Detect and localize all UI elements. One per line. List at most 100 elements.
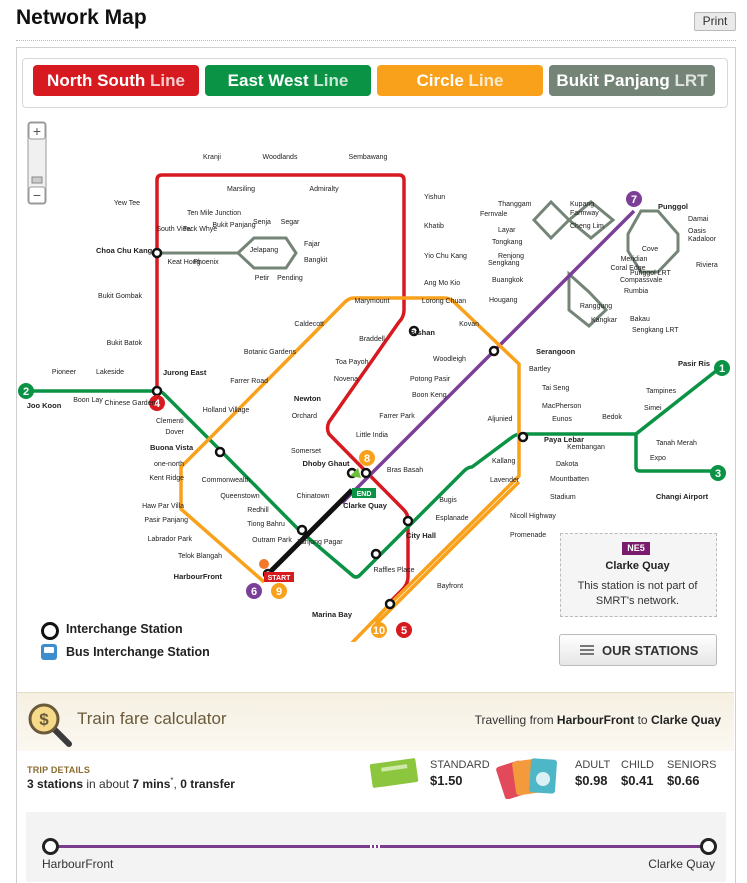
station-label[interactable]: Telok Blangah xyxy=(178,553,222,560)
our-stations-button[interactable]: OUR STATIONS xyxy=(559,634,717,666)
station-label[interactable]: Mountbatten xyxy=(550,476,589,483)
station-label[interactable]: Orchard xyxy=(292,413,317,420)
station-label[interactable]: Compassvale xyxy=(620,277,663,284)
station-label[interactable]: Joo Koon xyxy=(27,401,62,410)
station-label[interactable]: Keat Hong xyxy=(167,259,200,266)
station-label[interactable]: Pasir Panjang xyxy=(144,517,188,524)
station-label[interactable]: Thanggam xyxy=(498,201,532,208)
station-label[interactable]: Dover xyxy=(165,429,184,436)
station-label[interactable]: Yishun xyxy=(424,194,445,201)
station-label[interactable]: Sengkang xyxy=(488,260,520,267)
station-label[interactable]: Bedok xyxy=(602,414,622,421)
station-label[interactable]: Bakau xyxy=(630,316,650,323)
zoom-in-button[interactable] xyxy=(28,122,46,140)
network-map[interactable]: + − 1 2 xyxy=(16,112,734,642)
station-label[interactable]: Paya Lebar xyxy=(544,435,584,444)
station-label[interactable]: Bukit Panjang xyxy=(212,222,255,229)
station-label[interactable]: Clarke Quay xyxy=(343,501,388,510)
station-label[interactable]: Cheng Lim xyxy=(570,223,604,230)
station-label[interactable]: Botanic Gardens xyxy=(244,349,297,356)
station-label[interactable]: Stadium xyxy=(550,494,576,501)
station-label[interactable]: Buangkok xyxy=(492,277,524,284)
station-label[interactable]: one-north xyxy=(154,461,184,468)
station-label[interactable]: Teck Whye xyxy=(183,226,217,233)
station-label[interactable]: Expo xyxy=(650,455,666,462)
station-label[interactable]: Clementi xyxy=(156,418,184,425)
station-label[interactable]: Esplanade xyxy=(435,515,468,522)
station-label[interactable]: Choa Chu Kang xyxy=(96,246,153,255)
station-label[interactable]: Rumbia xyxy=(624,288,648,295)
station-label[interactable]: Bishan xyxy=(410,328,435,337)
station-label[interactable]: Ranggung xyxy=(580,303,612,310)
station-label[interactable]: Punggol xyxy=(658,202,688,211)
station-label[interactable]: Kadaloor xyxy=(688,236,717,243)
station-label[interactable]: Kangkar xyxy=(591,317,618,324)
station-label[interactable]: Marsiling xyxy=(227,186,255,193)
station-label[interactable]: Bayfront xyxy=(437,583,463,590)
station-label[interactable]: Bukit Batok xyxy=(107,340,143,347)
station-label[interactable]: Raffles Place xyxy=(373,567,414,574)
station-label[interactable]: Jelapang xyxy=(250,247,279,254)
station-label[interactable]: Novena xyxy=(334,376,358,383)
station-label[interactable]: Kupang xyxy=(570,201,594,208)
station-label[interactable]: Buona Vista xyxy=(150,443,194,452)
station-label[interactable]: Dhoby Ghaut xyxy=(302,459,350,468)
station-label[interactable]: Kembangan xyxy=(567,444,605,451)
station-label[interactable]: Simei xyxy=(644,405,662,412)
station-label[interactable]: Coral Edge xyxy=(610,265,645,272)
station-label[interactable]: Petir xyxy=(255,275,270,282)
station-label[interactable]: Potong Pasir xyxy=(410,376,451,383)
station-label[interactable]: Tongkang xyxy=(492,239,522,246)
station-label[interactable]: Khatib xyxy=(424,223,444,230)
station-label[interactable]: Cove xyxy=(642,246,658,253)
station-label[interactable]: Sengkang LRT xyxy=(632,327,679,334)
station-label[interactable]: Little India xyxy=(356,432,388,439)
station-label[interactable]: Bugis xyxy=(439,497,457,504)
station-label[interactable]: Renjong xyxy=(498,253,524,260)
station-label[interactable]: Yio Chu Kang xyxy=(424,253,467,260)
station-label[interactable]: Bukit Gombak xyxy=(98,293,142,300)
station-label[interactable]: Holland Village xyxy=(203,407,250,414)
station-label[interactable]: Pending xyxy=(277,275,303,282)
station-label[interactable]: Phoenix xyxy=(193,259,219,266)
station-label[interactable]: Caldecott xyxy=(294,321,324,328)
station-label[interactable]: Tai Seng xyxy=(542,385,569,392)
line-button-north-south[interactable]: North South Line xyxy=(33,65,199,96)
line-button-bukit-panjang[interactable]: Bukit Panjang LRT xyxy=(549,65,715,96)
line-button-east-west[interactable]: East West Line xyxy=(205,65,371,96)
station-label[interactable]: Dakota xyxy=(556,461,578,468)
station-label[interactable]: Segar xyxy=(281,219,300,226)
station-label[interactable]: Commonwealth xyxy=(202,477,251,484)
station-label[interactable]: Eunos xyxy=(552,416,572,423)
station-label[interactable]: Marymount xyxy=(354,298,389,305)
line-button-circle[interactable]: Circle Line xyxy=(377,65,543,96)
station-label[interactable]: Lorong Chuan xyxy=(422,298,466,305)
print-button[interactable]: Print xyxy=(694,12,736,31)
station-label[interactable]: Bangkit xyxy=(304,257,327,264)
station-label[interactable]: Queenstown xyxy=(220,493,259,500)
station-label[interactable]: Yew Tee xyxy=(114,200,140,207)
station-label[interactable]: South View xyxy=(156,226,192,233)
station-label[interactable]: Pioneer xyxy=(52,369,77,376)
station-label[interactable]: Kent Ridge xyxy=(149,475,184,482)
station-label[interactable]: Redhill xyxy=(247,507,269,514)
station-label[interactable]: Woodleigh xyxy=(433,356,466,363)
station-label[interactable]: Layar xyxy=(498,227,516,234)
station-label[interactable]: Serangoon xyxy=(536,347,576,356)
station-label[interactable]: Outram Park xyxy=(252,537,292,544)
station-label[interactable]: Toa Payoh xyxy=(335,359,368,366)
station-label[interactable]: Sembawang xyxy=(349,154,388,161)
station-label[interactable]: Fajar xyxy=(304,241,321,248)
station-label[interactable]: Woodlands xyxy=(263,154,298,161)
station-label[interactable]: Hougang xyxy=(489,297,518,304)
station-label[interactable]: Lavender xyxy=(490,477,520,484)
station-label[interactable]: Punggol LRT xyxy=(630,270,671,277)
station-label[interactable]: Ang Mo Kio xyxy=(424,280,460,287)
station-label[interactable]: Promenade xyxy=(510,532,546,539)
station-label[interactable]: Kallang xyxy=(492,458,515,465)
station-label[interactable]: Admiralty xyxy=(309,186,339,193)
station-label[interactable]: Boon Lay xyxy=(73,397,103,404)
station-label[interactable]: Lakeside xyxy=(96,369,124,376)
station-label[interactable]: Kranji xyxy=(203,154,221,161)
station-label[interactable]: Damai xyxy=(688,216,709,223)
